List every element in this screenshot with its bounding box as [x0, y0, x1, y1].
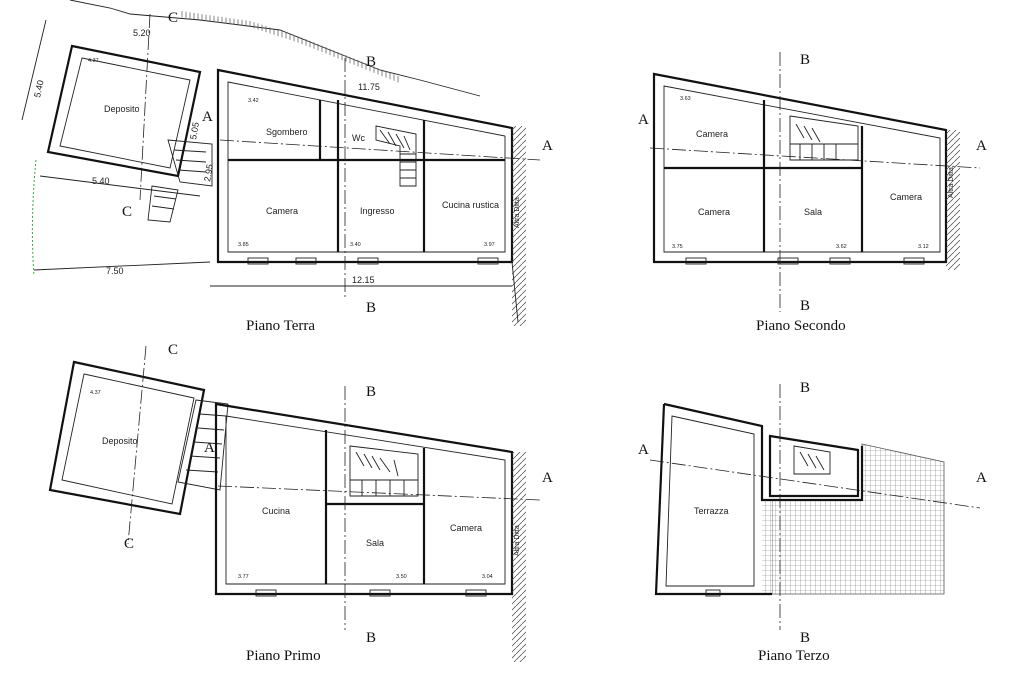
- height-mark: 3.12: [918, 244, 929, 250]
- height-mark: 3.63: [680, 96, 691, 102]
- label-camera-primo: Camera: [450, 523, 482, 533]
- height-mark: 4.37: [90, 390, 101, 396]
- dim-12-15: 12.15: [352, 275, 375, 285]
- title-piano-secondo: Piano Secondo: [756, 318, 846, 334]
- section-mark-a: A: [542, 470, 553, 486]
- primo-walls: [214, 402, 514, 596]
- stairs-secondo: [789, 115, 859, 161]
- section-mark-b: B: [800, 380, 810, 396]
- dim-5-40: 5.40: [92, 176, 110, 186]
- section-mark-c: C: [122, 204, 132, 220]
- label-cucina-rustica: Cucina rustica: [442, 200, 499, 210]
- altra-ditta-secondo: Altra Ditta: [948, 167, 955, 198]
- section-mark-b: B: [366, 300, 376, 316]
- section-mark-b: B: [366, 54, 376, 70]
- dim-7-50: 7.50: [106, 266, 124, 276]
- title-piano-terra: Piano Terra: [246, 318, 315, 334]
- label-sala-primo: Sala: [366, 538, 384, 548]
- section-mark-a: A: [638, 442, 649, 458]
- section-mark-a: A: [204, 440, 215, 456]
- section-mark-a: A: [202, 109, 213, 125]
- plan-piano-terra: [21, 0, 541, 326]
- title-piano-primo: Piano Primo: [246, 648, 321, 664]
- section-mark-b: B: [366, 630, 376, 646]
- label-wc: Wc: [352, 133, 365, 143]
- label-sala-secondo: Sala: [804, 207, 822, 217]
- height-mark: 3.40: [350, 242, 361, 248]
- plan-piano-terzo: [649, 384, 981, 630]
- height-mark: 3.85: [238, 242, 249, 248]
- dim-5-40-vertical: 5.40: [32, 79, 45, 98]
- dim-5-05: 5.05: [188, 121, 201, 140]
- section-mark-a: A: [976, 470, 987, 486]
- section-mark-a: A: [638, 112, 649, 128]
- label-sgombero: Sgombero: [266, 127, 308, 137]
- altra-ditta-primo: Altra Ditta: [514, 525, 521, 556]
- height-mark: 3.42: [248, 98, 259, 104]
- section-mark-b: B: [800, 52, 810, 68]
- section-mark-b: B: [800, 630, 810, 646]
- label-deposito-primo: Deposito: [102, 436, 138, 446]
- height-mark: 4.37: [88, 58, 99, 64]
- stairs-terra: [375, 125, 417, 187]
- plan-piano-primo: [48, 345, 541, 662]
- section-mark-a: A: [976, 138, 987, 154]
- section-mark-b: B: [366, 384, 376, 400]
- height-mark: 3.04: [482, 574, 493, 580]
- stairs-terzo: [793, 445, 831, 475]
- section-mark-a: A: [542, 138, 553, 154]
- height-mark: 3.97: [484, 242, 495, 248]
- dim-2-95: 2.95: [202, 163, 215, 182]
- label-camera-secondo-1: Camera: [696, 129, 728, 139]
- section-mark-b: B: [800, 298, 810, 314]
- plan-piano-secondo: [649, 52, 981, 312]
- main-building-walls: [216, 68, 514, 264]
- height-mark: 3.75: [672, 244, 683, 250]
- label-camera-terra: Camera: [266, 206, 298, 216]
- label-cucina-primo: Cucina: [262, 506, 290, 516]
- primo-deposito-walls: [48, 360, 206, 516]
- section-mark-c: C: [168, 10, 178, 26]
- stairs-primo: [349, 445, 419, 497]
- section-mark-c: C: [168, 342, 178, 358]
- altra-ditta-terra: Altra Ditta: [514, 197, 521, 228]
- title-piano-terzo: Piano Terzo: [758, 648, 830, 664]
- label-ingresso: Ingresso: [360, 206, 395, 216]
- label-deposito-terra: Deposito: [104, 104, 140, 114]
- height-mark: 3.62: [836, 244, 847, 250]
- dim-5-20: 5.20: [133, 28, 151, 38]
- dim-11-75: 11.75: [358, 82, 380, 92]
- section-mark-c: C: [124, 536, 134, 552]
- label-terrazza: Terrazza: [694, 506, 729, 516]
- height-mark: 3.50: [396, 574, 407, 580]
- label-camera-secondo-2: Camera: [698, 207, 730, 217]
- label-camera-secondo-3: Camera: [890, 192, 922, 202]
- height-mark: 3.77: [238, 574, 249, 580]
